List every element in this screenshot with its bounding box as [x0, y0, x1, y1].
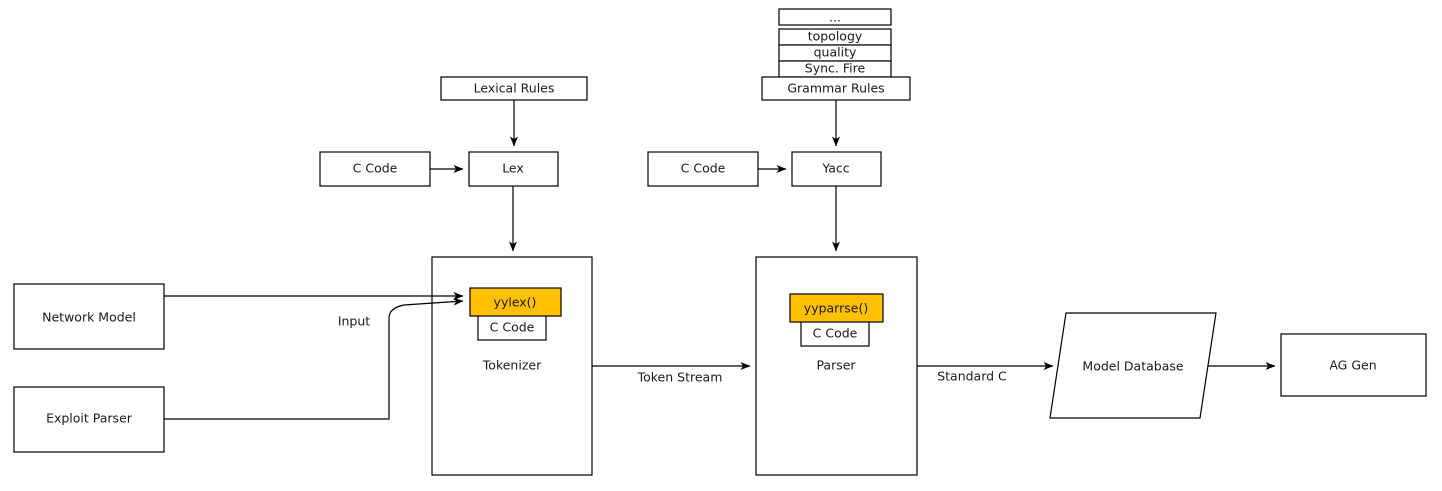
edge-label-token-stream: Token Stream — [637, 370, 723, 385]
c-code-lex-label: C Code — [353, 161, 398, 176]
network-model-label: Network Model — [42, 310, 136, 325]
grammar-stack-item-1-label: topology — [808, 29, 863, 44]
lex-label: Lex — [502, 161, 524, 176]
exploit-parser-label: Exploit Parser — [46, 411, 133, 426]
grammar-stack-item-0-label: ... — [829, 10, 841, 25]
lexical-rules-label: Lexical Rules — [474, 81, 555, 96]
parser-yyparse-box — [789, 293, 884, 323]
node-tokenizer: C Code yylex() Tokenizer — [431, 256, 593, 476]
tokenizer-yylex-box — [469, 287, 562, 317]
tokenizer-yylex-label: yylex() — [494, 295, 537, 310]
grammar-rules-stack: ... topology quality Sync. Fire — [778, 8, 892, 78]
node-yacc: Yacc — [791, 151, 882, 187]
grammar-rules-label: Grammar Rules — [787, 81, 884, 96]
grammar-stack-item-2-label: quality — [814, 45, 857, 60]
tokenizer-label: Tokenizer — [482, 358, 542, 373]
parser-yyparse-label: yyparrse() — [804, 301, 868, 316]
node-grammar-rules: Grammar Rules — [761, 76, 911, 101]
edge-exploit-parser-to-tokenizer — [164, 297, 464, 420]
c-code-yacc-label: C Code — [681, 161, 726, 176]
parser-box — [755, 256, 918, 476]
tokenizer-c-code-label: C Code — [490, 320, 535, 335]
node-exploit-parser: Exploit Parser — [13, 386, 165, 453]
node-parser: C Code yyparrse() Parser — [755, 256, 918, 476]
yacc-box — [791, 151, 882, 187]
node-c-code-yacc: C Code — [647, 151, 759, 187]
parser-c-code-label: C Code — [813, 326, 858, 341]
parser-label: Parser — [816, 358, 856, 373]
grammar-stack-item-3-label: Sync. Fire — [805, 61, 866, 76]
yacc-label: Yacc — [821, 161, 849, 176]
lex-box — [468, 151, 559, 187]
exploit-parser-box — [13, 386, 165, 453]
edge-label-standard-c: Standard C — [937, 369, 1007, 384]
model-database-shape — [1049, 312, 1217, 419]
node-lexical-rules: Lexical Rules — [440, 76, 588, 101]
network-model-box — [13, 283, 165, 350]
ag-gen-box — [1280, 333, 1427, 397]
model-database-label: Model Database — [1082, 359, 1183, 374]
parser-c-code-box — [800, 320, 870, 347]
node-ag-gen: AG Gen — [1280, 333, 1427, 397]
node-model-database: Model Database — [1049, 312, 1217, 419]
grammar-stack-item-0 — [778, 8, 892, 26]
node-c-code-lex: C Code — [319, 151, 431, 187]
node-lex: Lex — [468, 151, 559, 187]
edge-label-input: Input — [338, 314, 370, 329]
ag-gen-label: AG Gen — [1329, 358, 1376, 373]
node-network-model: Network Model — [13, 283, 165, 350]
